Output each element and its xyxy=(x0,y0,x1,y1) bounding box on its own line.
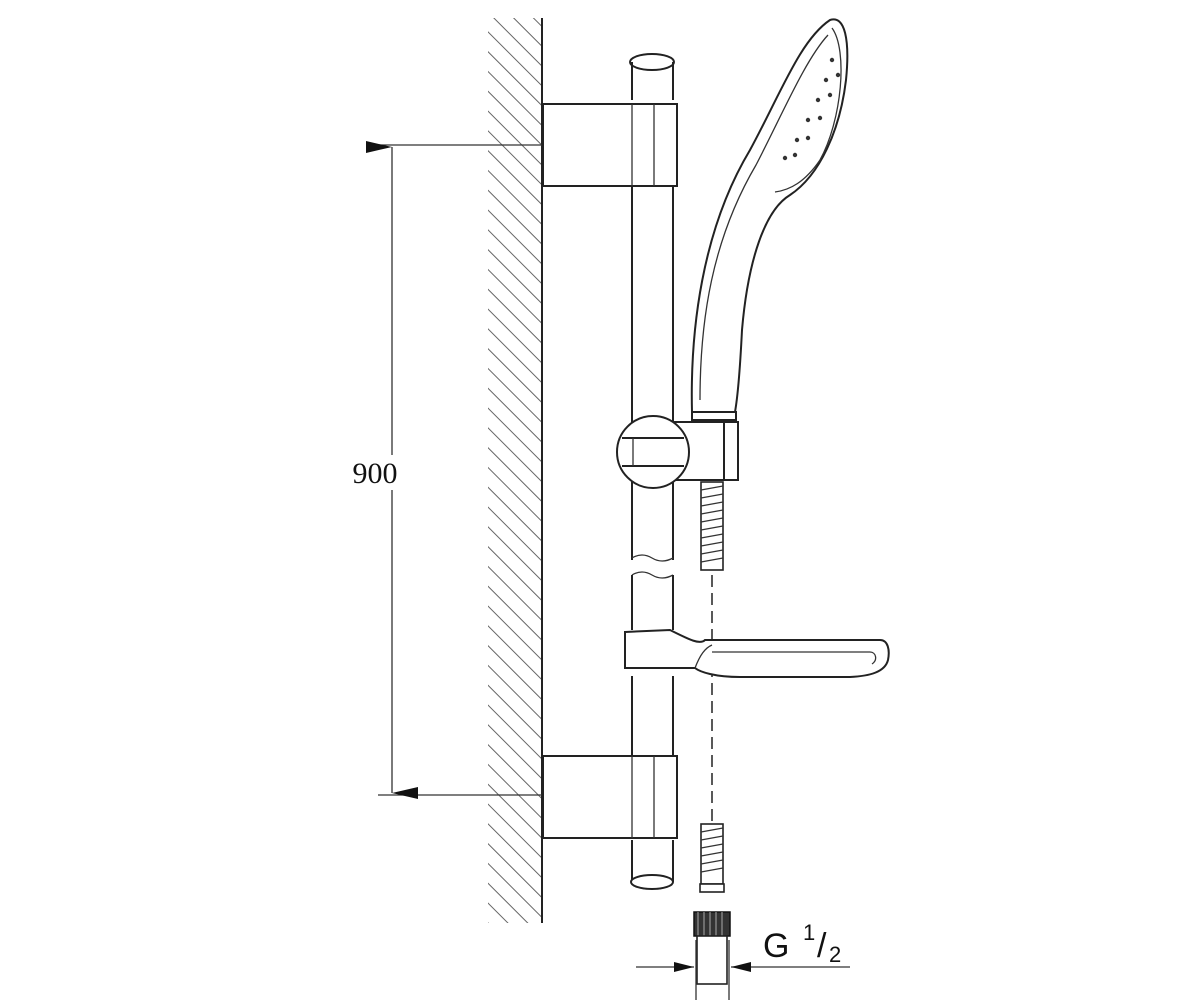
fraction-slash: / xyxy=(817,927,827,965)
thread-size-numerator: 1 xyxy=(803,920,815,945)
thread-size-dimension: G 1 / 2 xyxy=(636,920,850,1000)
wall xyxy=(488,18,543,923)
hand-shower xyxy=(690,18,849,421)
dimension-label: 900 xyxy=(353,457,398,490)
lower-wall-bracket xyxy=(542,755,678,839)
spray-face-icon xyxy=(782,57,841,161)
shower-holder-slider xyxy=(616,415,739,489)
upper-wall-bracket xyxy=(542,103,678,187)
threaded-connector xyxy=(693,911,731,985)
slide-rail xyxy=(629,53,675,890)
thread-size-denominator: 2 xyxy=(829,942,841,967)
thread-size-prefix: G xyxy=(763,927,789,965)
height-dimension: 900 xyxy=(353,141,545,799)
hose-lower xyxy=(699,823,725,893)
soap-dish xyxy=(624,628,890,678)
hose-upper xyxy=(700,481,724,571)
